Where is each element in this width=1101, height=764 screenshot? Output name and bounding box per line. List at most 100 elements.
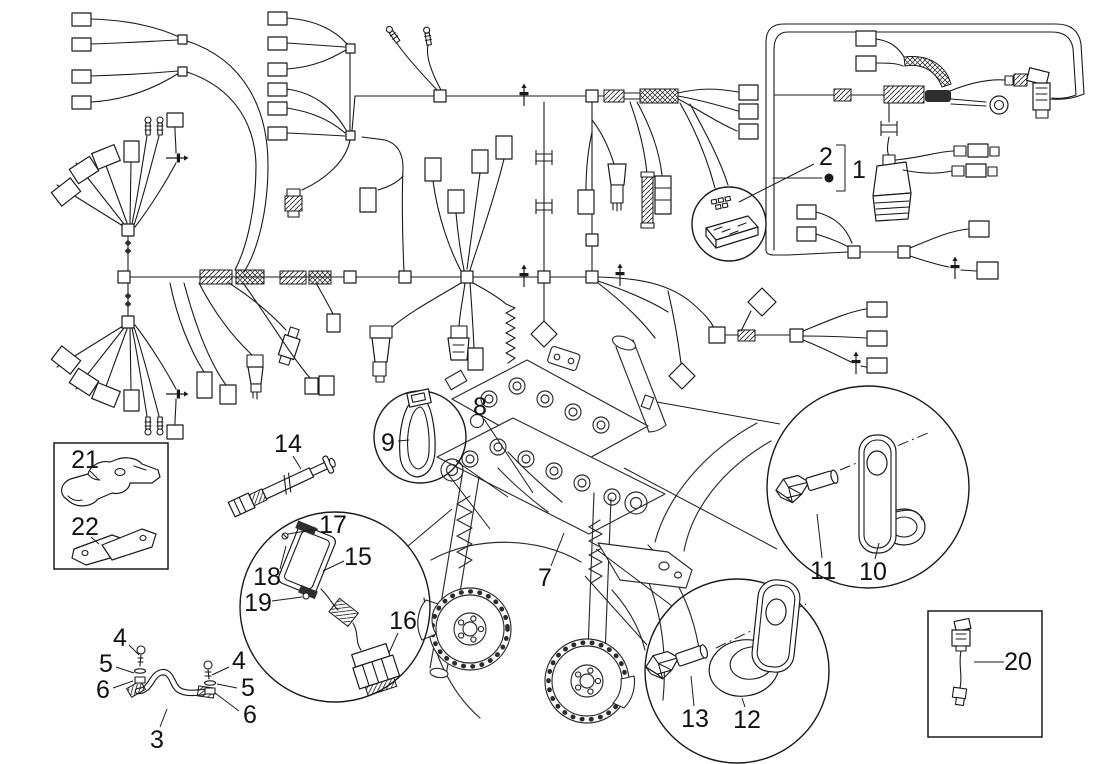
callout-leader-8-10 bbox=[483, 418, 534, 494]
branch-connectors-column bbox=[369, 135, 516, 399]
callout-18-20: 18 bbox=[253, 563, 281, 591]
callout-3-2: 3 bbox=[150, 726, 164, 754]
mid-drop-column bbox=[577, 101, 672, 272]
callout-7-9: 7 bbox=[538, 564, 552, 592]
callout-15-17: 15 bbox=[344, 543, 372, 571]
mounting-bracket-22 bbox=[71, 528, 157, 566]
harness-trunk-top bbox=[354, 24, 759, 189]
three-pin-plug bbox=[246, 354, 264, 400]
callout-leader-6-5 bbox=[112, 680, 134, 689]
callout-leader-13-15 bbox=[690, 675, 695, 707]
callout-2-1: 2 bbox=[819, 143, 833, 171]
left-descent bbox=[359, 136, 405, 272]
nut-6-left bbox=[134, 676, 146, 684]
lower-triple-clamp bbox=[436, 417, 666, 535]
left-brake-disc bbox=[417, 587, 512, 671]
callout-leader-22-24 bbox=[90, 536, 100, 545]
multi-pin-plug bbox=[607, 163, 627, 212]
detail-circle-cable-tie bbox=[373, 388, 509, 530]
fusebox-detail-circle bbox=[691, 186, 767, 262]
inline-connector bbox=[284, 188, 303, 218]
cable-guide-assembly-3 bbox=[125, 645, 217, 699]
trunk-vertical-link bbox=[535, 101, 553, 272]
callout-14-16: 14 bbox=[274, 430, 302, 458]
callout-1-0: 1 bbox=[852, 156, 866, 184]
callout-leader-16-18 bbox=[388, 632, 399, 654]
callout-leader-7-9 bbox=[550, 532, 565, 567]
boot-connector bbox=[277, 326, 301, 366]
top-right-harness-cluster bbox=[855, 30, 1051, 222]
cable-tie bbox=[399, 388, 436, 478]
p-clamp-12 bbox=[708, 579, 801, 697]
mounting-bracket-21 bbox=[61, 457, 161, 507]
washer-5-right bbox=[203, 680, 217, 686]
harness-loop-top-right bbox=[765, 23, 1085, 256]
callout-leader-18-20 bbox=[279, 545, 287, 570]
callout-17-19: 17 bbox=[319, 511, 347, 539]
callout-11-13: 11 bbox=[810, 557, 836, 585]
callout-1-bracket bbox=[824, 144, 846, 192]
screw-4-left bbox=[136, 645, 146, 667]
detail-circle-upper-clamp bbox=[623, 385, 970, 589]
sensor-probe-14 bbox=[227, 455, 336, 518]
callout-leader-6-8 bbox=[214, 692, 240, 712]
callout-leader-11-13 bbox=[816, 513, 823, 559]
callout-leader-9-11 bbox=[397, 439, 410, 442]
callout-leader-2-1 bbox=[738, 163, 815, 203]
motorcycle-front-end bbox=[417, 335, 772, 724]
washer-5-left bbox=[133, 668, 147, 674]
injector-connector bbox=[447, 325, 470, 361]
harness-trunk-mid bbox=[117, 262, 888, 390]
connector-cluster-six bbox=[267, 11, 356, 218]
callout-12-14: 12 bbox=[733, 706, 761, 734]
detail-circle-lower-clamp bbox=[584, 548, 830, 764]
switch-cable-20 bbox=[951, 617, 972, 707]
callout-leader-12-14 bbox=[741, 697, 746, 708]
nut-6-right bbox=[204, 687, 216, 695]
diagnostic-connector bbox=[351, 642, 401, 697]
callout-13-15: 13 bbox=[681, 705, 709, 733]
fan-cluster-upper bbox=[50, 112, 190, 237]
callout-leader-14-16 bbox=[292, 455, 302, 470]
steering-tube bbox=[611, 335, 667, 433]
right-brake-disc bbox=[544, 638, 636, 724]
callout-5-7: 5 bbox=[241, 674, 255, 702]
detail-circle-ecu-kit bbox=[239, 508, 453, 703]
callout-leader-5-7 bbox=[216, 683, 238, 689]
callout-leader-19-21 bbox=[271, 596, 303, 602]
ecu-unit bbox=[278, 520, 401, 697]
callout-4-6: 4 bbox=[232, 647, 246, 675]
callout-leader-5-4 bbox=[115, 666, 135, 674]
callout-22-24: 22 bbox=[71, 513, 99, 541]
callout-leader-15-17 bbox=[322, 560, 345, 572]
switch-cable-box bbox=[927, 610, 1043, 738]
callout-9-11: 9 bbox=[381, 429, 395, 457]
bracket-parts-box bbox=[53, 442, 169, 570]
spark-boot bbox=[872, 154, 912, 222]
callout-8-10: 8 bbox=[473, 393, 487, 421]
screw-4-right bbox=[203, 660, 213, 680]
branch-connectors-below bbox=[169, 282, 341, 405]
callout-leader-4-3 bbox=[128, 644, 140, 656]
callout-leader-3-2 bbox=[159, 708, 168, 728]
fan-cluster-lower bbox=[50, 315, 190, 440]
callout-16-18: 16 bbox=[389, 607, 417, 635]
callout-19-21: 19 bbox=[244, 589, 272, 617]
callout-10-12: 10 bbox=[859, 558, 887, 586]
callout-6-5: 6 bbox=[96, 676, 110, 704]
callout-20-22: 20 bbox=[1004, 648, 1032, 676]
callout-leader-21-23 bbox=[89, 470, 100, 481]
swingarm-bracket bbox=[597, 542, 693, 651]
spark-plug-cap bbox=[369, 325, 393, 383]
elbow-connector bbox=[1026, 67, 1051, 119]
callout-leader-17-19 bbox=[287, 528, 319, 535]
right-mid-cluster bbox=[787, 204, 999, 280]
wiring-harness bbox=[50, 11, 1085, 440]
connector-cluster-top-left bbox=[71, 12, 269, 273]
callout-5-4: 5 bbox=[99, 650, 113, 678]
callout-leader-4-6 bbox=[211, 666, 230, 676]
p-clamp-10 bbox=[858, 434, 926, 554]
